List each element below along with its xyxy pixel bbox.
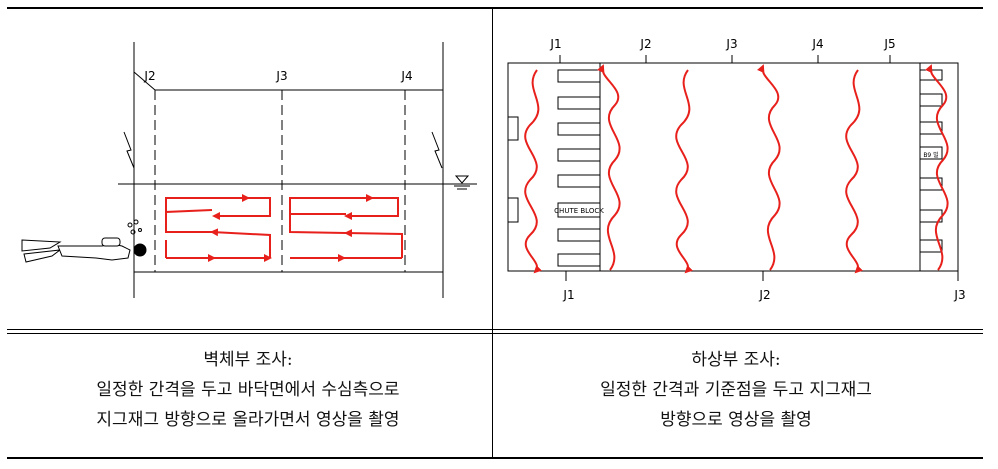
top-label-j2: J2 <box>639 37 651 51</box>
wall-survey-path <box>165 194 403 262</box>
top-label-j3: J3 <box>725 37 737 51</box>
panel-divider <box>492 7 493 459</box>
water-level-icon <box>454 175 470 190</box>
bottom-label-j3: J3 <box>953 288 965 302</box>
diver-icon <box>21 219 147 263</box>
wall-survey-caption: 벽체부 조사: 일정한 간격을 두고 바닥면에서 수심측으로 지그재그 방향으로… <box>8 345 488 435</box>
left-joint-label-j3: J3 <box>275 69 287 83</box>
left-joint-label-j2: J2 <box>143 69 155 83</box>
riverbed-caption-title: 하상부 조사: <box>691 350 781 370</box>
riverbed-survey-caption: 하상부 조사: 일정한 간격과 기준점을 두고 지그재그 방향으로 영상을 촬영 <box>496 345 976 435</box>
end-block-label: B9 빌 <box>923 151 938 159</box>
left-joint-label-j4: J4 <box>400 69 412 83</box>
wall-caption-line2: 지그재그 방향으로 올라가면서 영상을 촬영 <box>96 410 400 430</box>
top-label-j4: J4 <box>811 37 823 51</box>
figure-frame <box>7 7 983 459</box>
riverbed-caption-line2: 방향으로 영상을 촬영 <box>660 410 812 430</box>
chute-blocks-left <box>557 69 601 267</box>
riverbed-caption-line1: 일정한 간격과 기준점을 두고 지그재그 <box>600 380 872 400</box>
bottom-label-j1: J1 <box>562 288 574 302</box>
top-label-j5: J5 <box>883 37 895 51</box>
riverbed-survey-paths <box>524 64 949 274</box>
wall-caption-line1: 일정한 간격을 두고 바닥면에서 수심측으로 <box>96 380 400 400</box>
caption-divider-top <box>7 329 983 330</box>
wall-caption-title: 벽체부 조사: <box>203 350 293 370</box>
bottom-label-j2: J2 <box>758 288 770 302</box>
end-blocks-right <box>919 69 943 253</box>
top-label-j1: J1 <box>549 37 561 51</box>
caption-divider-bottom <box>7 333 983 334</box>
wall-survey-diagram <box>118 42 477 298</box>
riverbed-survey-diagram <box>507 55 959 281</box>
chute-block-label: CHUTE BLOCK <box>554 207 604 215</box>
